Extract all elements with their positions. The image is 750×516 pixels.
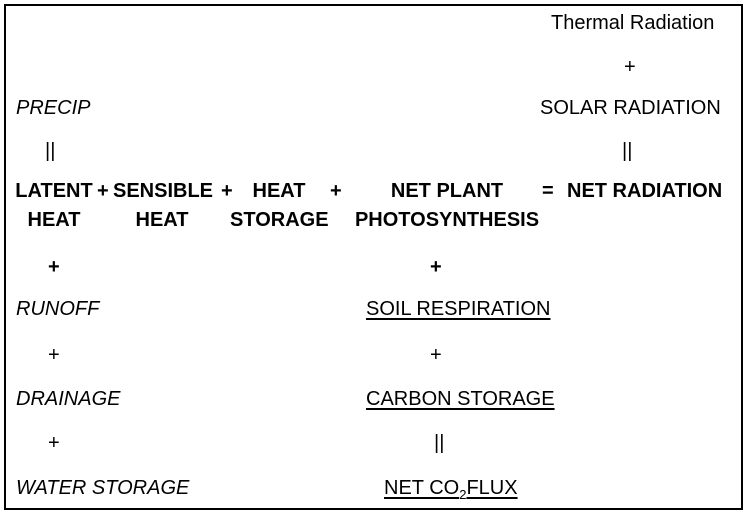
equals-sign: || — [45, 140, 56, 162]
net-radiation-term: NET RADIATION — [567, 180, 723, 202]
plus-sign: + — [48, 256, 60, 278]
plus-sign: + — [430, 256, 442, 278]
co2-subscript: 2 — [459, 487, 467, 502]
net-co2-prefix: NET CO — [384, 477, 460, 499]
term-line: LATENT — [15, 180, 93, 202]
term-line: STORAGE — [230, 209, 329, 231]
heat-storage-term: HEAT STORAGE — [230, 179, 329, 232]
term-line: SENSIBLE — [113, 180, 214, 202]
plus-operator: + — [97, 180, 109, 202]
net-co2-flux-label: NET CO2FLUX — [384, 476, 518, 502]
equals-operator: = — [542, 180, 554, 202]
term-line: HEAT — [135, 209, 189, 231]
flux-suffix: FLUX — [466, 477, 518, 499]
precip-label: PRECIP — [16, 97, 91, 119]
carbon-storage-label: CARBON STORAGE — [366, 388, 555, 410]
equals-sign: || — [622, 140, 633, 162]
solar-radiation-label: SOLAR RADIATION — [540, 97, 721, 119]
term-line: PHOTOSYNTHESIS — [354, 209, 540, 231]
term-line: HEAT — [27, 209, 81, 231]
soil-respiration-label: SOIL RESPIRATION — [366, 298, 551, 320]
thermal-radiation-label: Thermal Radiation — [551, 12, 715, 34]
equals-sign: || — [434, 432, 445, 454]
net-plant-photosynthesis-term: NET PLANT PHOTOSYNTHESIS — [352, 179, 542, 232]
plus-sign: + — [48, 344, 60, 366]
term-line: HEAT — [252, 180, 306, 202]
plus-sign: + — [430, 344, 442, 366]
plus-sign: + — [48, 432, 60, 454]
sensible-heat-term: SENSIBLE HEAT — [113, 179, 214, 232]
plus-sign: + — [624, 56, 636, 78]
latent-heat-term: LATENT HEAT — [14, 179, 94, 232]
plus-operator: + — [330, 180, 342, 202]
runoff-label: RUNOFF — [16, 298, 100, 320]
drainage-label: DRAINAGE — [16, 388, 121, 410]
water-storage-label: WATER STORAGE — [16, 477, 190, 499]
plus-operator: + — [221, 180, 233, 202]
term-line: NET PLANT — [390, 180, 504, 202]
diagram-frame — [4, 4, 743, 510]
